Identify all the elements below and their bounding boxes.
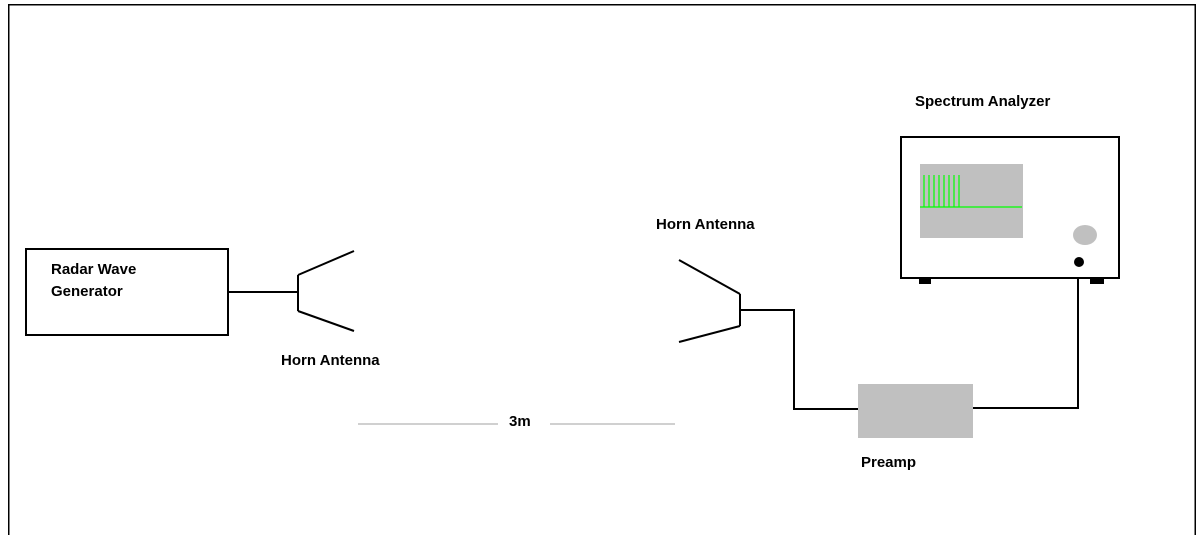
- generator-label-line2: Generator: [51, 283, 123, 300]
- analyzer-foot-right: [1090, 278, 1104, 284]
- analyzer-label: Spectrum Analyzer: [915, 93, 1050, 110]
- radar-wave-generator-box: [25, 248, 229, 336]
- distance-label: 3m: [509, 413, 531, 430]
- analyzer-screen: [920, 164, 1023, 238]
- preamp-to-analyzer-cable: [973, 262, 1079, 409]
- diagram-canvas: Radar Wave Generator Horn Antenna 3m Hor…: [8, 4, 1196, 535]
- generator-label-line1: Radar Wave: [51, 261, 136, 278]
- left-horn-antenna: [297, 250, 355, 332]
- analyzer-knob: [1073, 225, 1097, 245]
- border: [8, 4, 1196, 535]
- analyzer-input-connector: [1074, 257, 1084, 267]
- right-antenna-label: Horn Antenna: [656, 216, 755, 233]
- test-setup-diagram: Radar Wave Generator Horn Antenna 3m Hor…: [8, 4, 1196, 535]
- left-antenna-label: Horn Antenna: [281, 352, 380, 369]
- analyzer-foot-left: [919, 278, 931, 284]
- spectrum-trace: [920, 175, 1022, 208]
- right-horn-antenna: [678, 259, 741, 343]
- preamp-label: Preamp: [861, 454, 916, 471]
- preamp-box: [858, 384, 973, 438]
- antenna-to-preamp-cable: [740, 309, 858, 410]
